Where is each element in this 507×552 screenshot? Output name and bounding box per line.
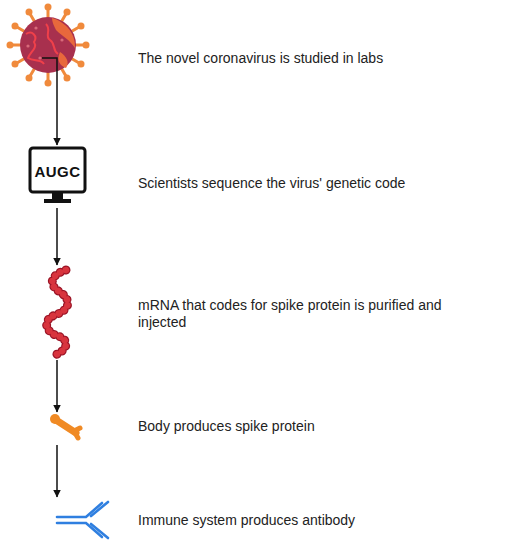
step-node: AUGC Scientists sequence the virus' genet… [20,145,487,208]
step-node: Body produces spike protein [20,412,487,445]
monitor-screen [30,148,85,192]
virus-rna-line [26,33,44,64]
step-text: The novel coronavirus is studied in labs [138,50,456,67]
antibody-arm [91,524,108,538]
virus-dots [26,26,63,59]
monitor-base [44,199,71,203]
step-text: Body produces spike protein [138,418,456,435]
step-text: Scientists sequence the virus' genetic c… [138,175,456,192]
virus-highlight [58,52,67,68]
step-node: Immune system produces antibody [20,497,487,548]
mrna-icon [47,270,68,355]
step-text: Immune system produces antibody [138,512,456,529]
antibody-chain [57,503,102,517]
spike-protein-icon [50,414,80,438]
virus-icon [7,4,90,89]
antibody-arm [91,502,108,516]
virus-body [20,17,76,73]
spike-protein-end [74,428,80,438]
spike-protein-end [50,414,60,424]
mrna-strand-outline [47,270,68,355]
step-node: The novel coronavirus is studied in labs [20,5,487,88]
monitor-stand [52,192,63,200]
mrna-strand [47,270,68,355]
virus-spike-tips [7,4,90,87]
flow-arrow [56,208,58,265]
virus-spikes [11,8,85,82]
virus-highlight [52,18,75,48]
virus-rna-line [46,24,58,54]
screen-label: AUGC [30,163,85,181]
flow-arrow [56,445,58,497]
flow-arrow [56,360,58,412]
spike-protein-body [56,420,76,433]
leader-line [42,58,57,88]
step-text: mRNA that codes for spike protein is pur… [138,297,456,331]
flow-arrow [56,88,58,145]
step-node: mRNA that codes for spike protein is pur… [20,265,487,360]
antibody-icon [57,502,108,538]
monitor-icon [30,148,85,203]
antibody-chain [57,523,102,537]
